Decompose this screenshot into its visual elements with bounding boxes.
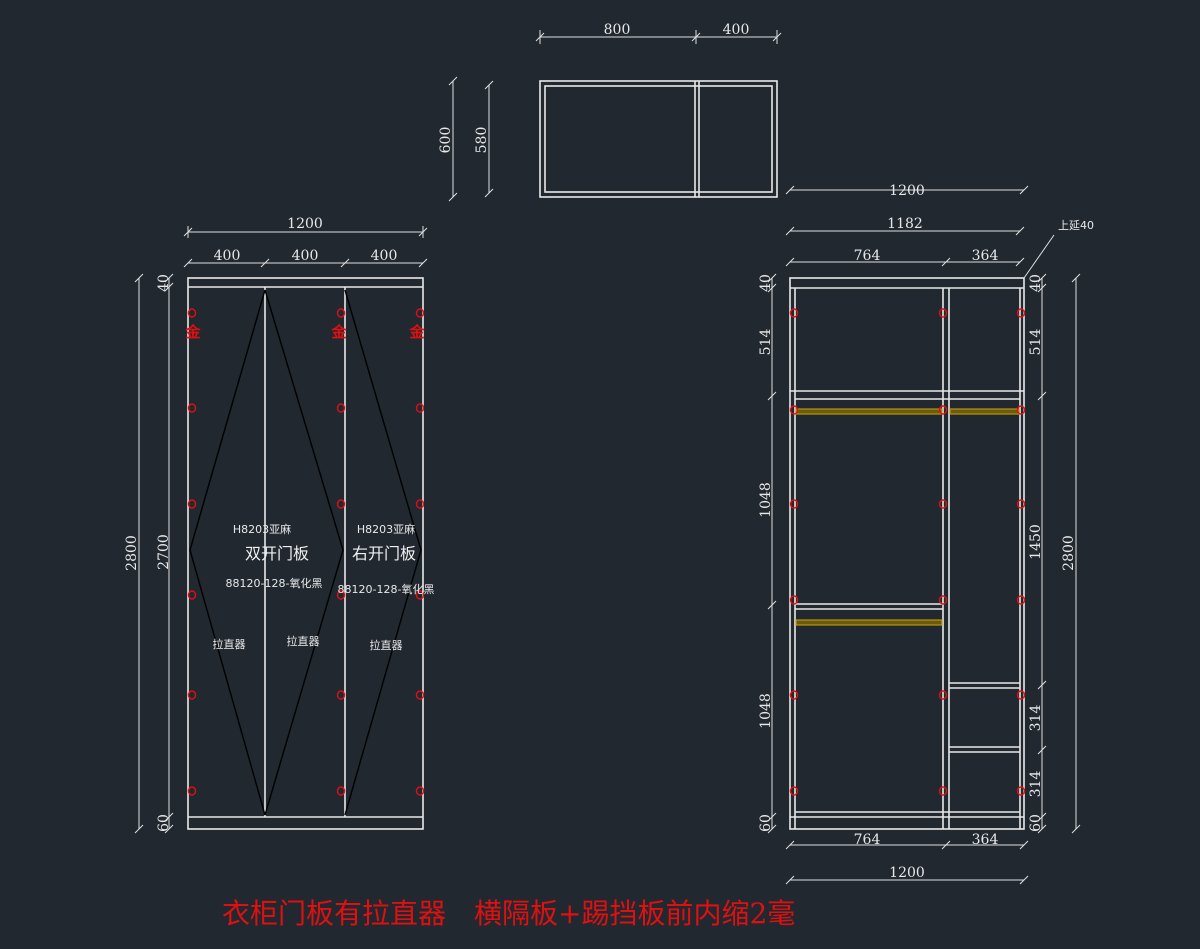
dim-panel: 400 [292,248,319,264]
straightener-label: 拉直器 [213,637,246,651]
hinge-hole [415,308,425,318]
interior-view: 1200 1182 764 364 上延40 764 364 1200 40 5… [758,183,1094,885]
left-material: H8203亚麻 [233,522,291,536]
hinge-hole [336,590,346,600]
dim-right-h: 40 [1028,274,1044,292]
straightener-label: 拉直器 [287,634,320,648]
hinge-hole [415,403,425,413]
dim-left-h: 1048 [758,482,774,518]
hinge-hole [336,308,346,318]
dim-right-width: 364 [972,248,999,264]
right-door-label: 右开门板 [352,544,416,563]
dim-top-band: 40 [156,274,172,292]
dim-right-h: 1450 [1028,524,1044,560]
dim-800: 800 [604,22,631,38]
hinge-hole [415,590,425,600]
dim-panel: 400 [371,248,398,264]
hinge-hole [1016,308,1026,318]
dim-total-height: 2800 [124,535,140,571]
hinge-hole [187,499,197,509]
hinge-hole [415,786,425,796]
hinge-hole [789,405,799,415]
dim-left-h: 60 [758,814,774,832]
dim-interior-total-height: 2800 [1061,535,1077,571]
dim-door-height: 2700 [156,534,172,570]
hinge-hole [938,405,948,415]
dim-right-h: 60 [1028,814,1044,832]
left-handle: 88120-128-氧化黑 [226,576,323,590]
hinge-hole [789,308,799,318]
hinge-hole [187,308,197,318]
dim-left-h: 40 [758,274,774,292]
hinge-hole [336,690,346,700]
dim-right-h: 314 [1028,705,1044,732]
hinge-hole [336,499,346,509]
hinge-hole [1016,405,1026,415]
hinge-hole [415,690,425,700]
right-material: H8203亚麻 [357,522,415,536]
dim-left-h: 514 [758,329,774,356]
front-view: 金 金 金 H8203亚麻 双开门板 88120-128-氧化黑 H8203亚麻… [124,216,435,834]
dim-left-h: 1048 [758,693,774,729]
hinge-hole [415,499,425,509]
dim-bottom-right: 364 [972,832,999,848]
right-handle: 88120-128-氧化黑 [338,582,435,596]
footer-note: 衣柜门板有拉直器 横隔板+踢挡板前内缩2毫 [222,897,795,930]
hinge-hole [187,403,197,413]
dim-right-h: 314 [1028,771,1044,798]
hanging-rail [949,408,1020,415]
dim-bottom-total: 1200 [889,865,925,881]
hanging-rail [795,619,943,626]
hinge-hole [187,590,197,600]
hinge-hole [1016,499,1026,509]
hinge-hole [938,595,948,605]
top-view: 800 400 600 580 [438,22,782,202]
hinge-hole [938,308,948,318]
hanging-rail [795,408,943,415]
dim-outer-width: 1200 [889,183,925,199]
hinge-hole [789,595,799,605]
hinge-hole [1016,690,1026,700]
hinge-hole [336,786,346,796]
dim-left-width: 764 [854,248,881,264]
hinge-hole [1016,595,1026,605]
hinge-hole [789,786,799,796]
hinge-hole [938,786,948,796]
hinge-hole [789,499,799,509]
left-door-label: 双开门板 [245,544,309,563]
extend-note: 上延40 [1058,219,1094,232]
dim-panel: 400 [214,248,241,264]
hinge-hole [187,786,197,796]
dim-600: 600 [438,127,454,154]
dim-right-h: 514 [1028,329,1044,356]
dim-580: 580 [474,127,490,154]
dim-inner-width: 1182 [887,216,923,232]
dim-400: 400 [723,22,750,38]
hinge-hole [187,690,197,700]
hinge-hole [789,690,799,700]
hinge-mark: 金 [408,323,425,341]
hinge-hole [938,499,948,509]
hinge-hole [938,690,948,700]
dim-total-width: 1200 [287,216,323,232]
dim-bottom-left: 764 [854,832,881,848]
straightener-label: 拉直器 [370,638,403,652]
hinge-mark: 金 [330,323,347,341]
dim-bottom-band: 60 [156,814,172,832]
hinge-hole [1016,786,1026,796]
hinge-hole [336,403,346,413]
hinge-mark: 金 [184,323,201,341]
